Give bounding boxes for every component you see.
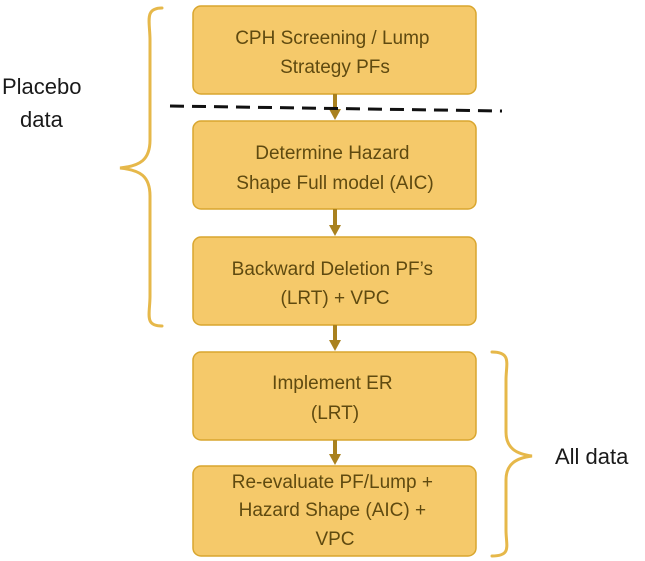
step-box-re-evaluate bbox=[192, 465, 477, 557]
group-label-placebo-data: Placebo data bbox=[2, 74, 88, 132]
step-text-line: (LRT) bbox=[311, 403, 359, 424]
group-label-line: All data bbox=[555, 444, 629, 469]
group-label-line: data bbox=[20, 107, 64, 132]
step-text-line: (LRT) + VPC bbox=[281, 288, 390, 309]
step-text-line: Strategy PFs bbox=[280, 57, 390, 78]
step-box-cph-screening bbox=[192, 5, 477, 95]
step-text-implement-er: Implement ER (LRT) bbox=[272, 373, 398, 424]
arrow-step4-to-step5 bbox=[329, 440, 341, 465]
step-box-determine-hazard bbox=[192, 120, 477, 210]
step-text-re-evaluate: Re-evaluate PF/Lump + Hazard Shape (AIC)… bbox=[232, 472, 438, 550]
step-text-line: Re-evaluate PF/Lump + bbox=[232, 472, 433, 493]
group-label-line: Placebo bbox=[2, 74, 82, 99]
group-label-all-data: All data bbox=[555, 444, 629, 469]
step-text-line: Shape Full model (AIC) bbox=[236, 173, 433, 194]
step-text-line: VPC bbox=[315, 529, 354, 550]
brace-all-data bbox=[490, 350, 533, 558]
step-box-backward-deletion bbox=[192, 236, 477, 326]
step-text-determine-hazard: Determine Hazard Shape Full model (AIC) bbox=[236, 143, 433, 194]
step-text-line: Hazard Shape (AIC) + bbox=[239, 500, 426, 521]
step-text-line: CPH Screening / Lump bbox=[235, 28, 429, 49]
step-text-line: Determine Hazard bbox=[255, 143, 409, 164]
dashed-separator-line bbox=[169, 104, 503, 113]
brace-placebo-data bbox=[119, 6, 164, 328]
arrow-step3-to-step4 bbox=[329, 325, 341, 351]
step-text-line: Implement ER bbox=[272, 373, 392, 394]
step-text-cph-screening: CPH Screening / Lump Strategy PFs bbox=[235, 28, 435, 78]
step-text-line: Backward Deletion PF’s bbox=[232, 259, 433, 280]
arrow-step2-to-step3 bbox=[329, 209, 341, 236]
step-text-backward-deletion: Backward Deletion PF’s (LRT) + VPC bbox=[232, 259, 439, 309]
step-box-implement-er bbox=[192, 351, 477, 441]
